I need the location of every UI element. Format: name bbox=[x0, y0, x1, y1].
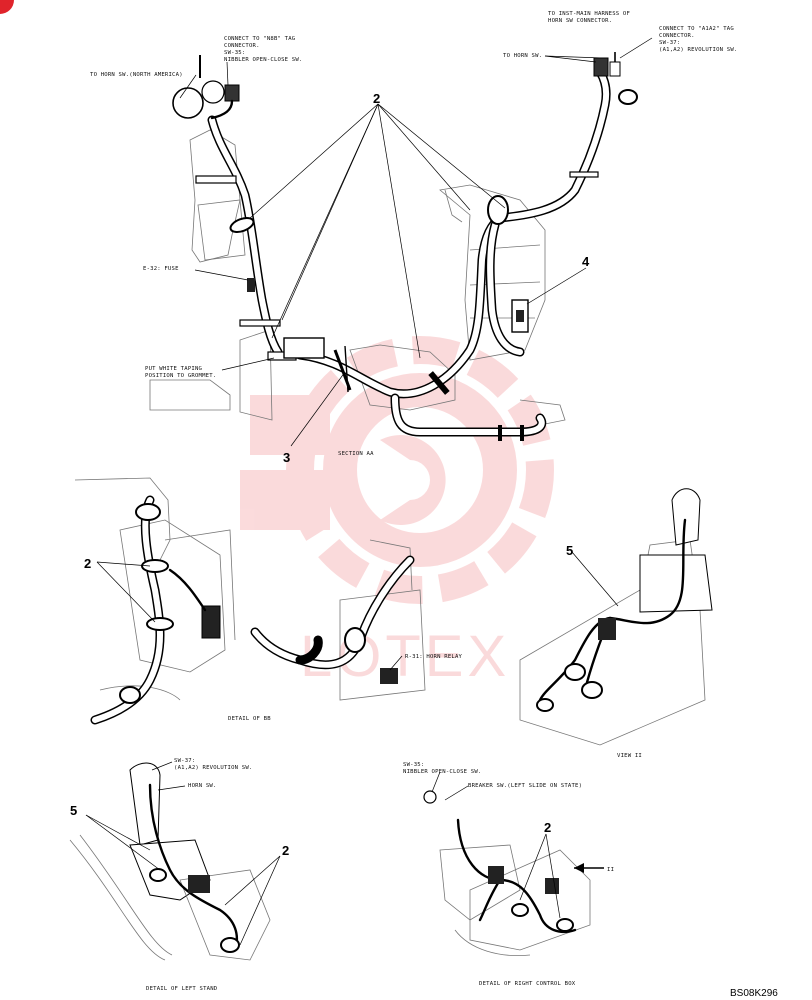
label-connect-a1a2-1: CONNECT TO "A1A2" TAG bbox=[659, 26, 734, 32]
label-r31-horn-relay: R-31: HORN RELAY bbox=[405, 654, 463, 660]
watermark-logo bbox=[240, 336, 554, 604]
label-to-inst-1: TO INST-MAIN HARNESS OF bbox=[548, 11, 630, 17]
label-nibbler-top: NIBBLER OPEN-CLOSE SW. bbox=[224, 57, 303, 63]
label-sw35-bottom: SW-35: bbox=[403, 762, 424, 768]
label-nibbler-bottom: NIBBLER OPEN-CLOSE SW. bbox=[403, 769, 482, 775]
label-a1a2-rev-top: (A1,A2) REVOLUTION SW. bbox=[659, 47, 738, 53]
label-connect-n8b-2: CONNECTOR. bbox=[224, 43, 260, 49]
label-sw35-top: SW-35: bbox=[224, 50, 245, 56]
label-white-taping-1: PUT WHITE TAPING bbox=[145, 366, 203, 372]
label-to-horn-na: TO HORN SW.(NORTH AMERICA) bbox=[90, 72, 183, 78]
callout-2-bottom-right: 2 bbox=[544, 820, 551, 835]
label-section-aa: SECTION AA bbox=[338, 451, 374, 457]
label-sw37-bottom: SW-37: bbox=[174, 758, 195, 764]
callout-2-bottom-left: 2 bbox=[282, 843, 289, 858]
label-detail-bb: DETAIL OF BB bbox=[228, 716, 271, 722]
callout-4: 4 bbox=[582, 254, 590, 269]
section-aa-drawing bbox=[149, 37, 653, 447]
horn-relay-drawing bbox=[250, 539, 426, 701]
watermark-text: LOTEX bbox=[300, 624, 510, 689]
label-sw37-top: SW-37: bbox=[659, 40, 680, 46]
callout-2-top: 2 bbox=[373, 91, 380, 106]
label-e32-fuse: E-32: FUSE bbox=[143, 266, 179, 272]
callout-5-bottom: 5 bbox=[70, 803, 77, 818]
label-breaker-sw: BREAKER SW.(LEFT SLIDE ON STATE) bbox=[468, 783, 582, 789]
callout-5-right: 5 bbox=[566, 543, 573, 558]
detail-bb-drawing bbox=[74, 477, 236, 725]
label-connect-a1a2-2: CONNECTOR. bbox=[659, 33, 695, 39]
label-a1a2-rev-bottom: (A1,A2) REVOLUTION SW. bbox=[174, 765, 253, 771]
label-detail-right-box: DETAIL OF RIGHT CONTROL BOX bbox=[479, 981, 576, 987]
label-to-inst-2: HORN SW CONNECTOR. bbox=[548, 18, 612, 24]
callout-3: 3 bbox=[283, 450, 290, 465]
right-control-box-drawing bbox=[423, 771, 604, 956]
view-ii-drawing bbox=[519, 488, 713, 746]
label-connect-n8b-1: CONNECT TO "N8B" TAG bbox=[224, 36, 296, 42]
label-to-horn-sw: TO HORN SW. bbox=[503, 53, 542, 59]
label-horn-sw: HORN SW. bbox=[188, 783, 217, 789]
left-stand-drawing bbox=[69, 761, 281, 961]
label-arrow-ii: II bbox=[607, 867, 614, 873]
callout-2-left: 2 bbox=[84, 556, 91, 571]
label-white-taping-2: POSITION TO GROMMET. bbox=[145, 373, 216, 379]
corner-badge bbox=[0, 0, 14, 14]
label-view-ii: VIEW II bbox=[617, 753, 642, 759]
drawing-code: BS08K296 bbox=[730, 988, 778, 999]
label-detail-left-stand: DETAIL OF LEFT STAND bbox=[146, 986, 218, 992]
